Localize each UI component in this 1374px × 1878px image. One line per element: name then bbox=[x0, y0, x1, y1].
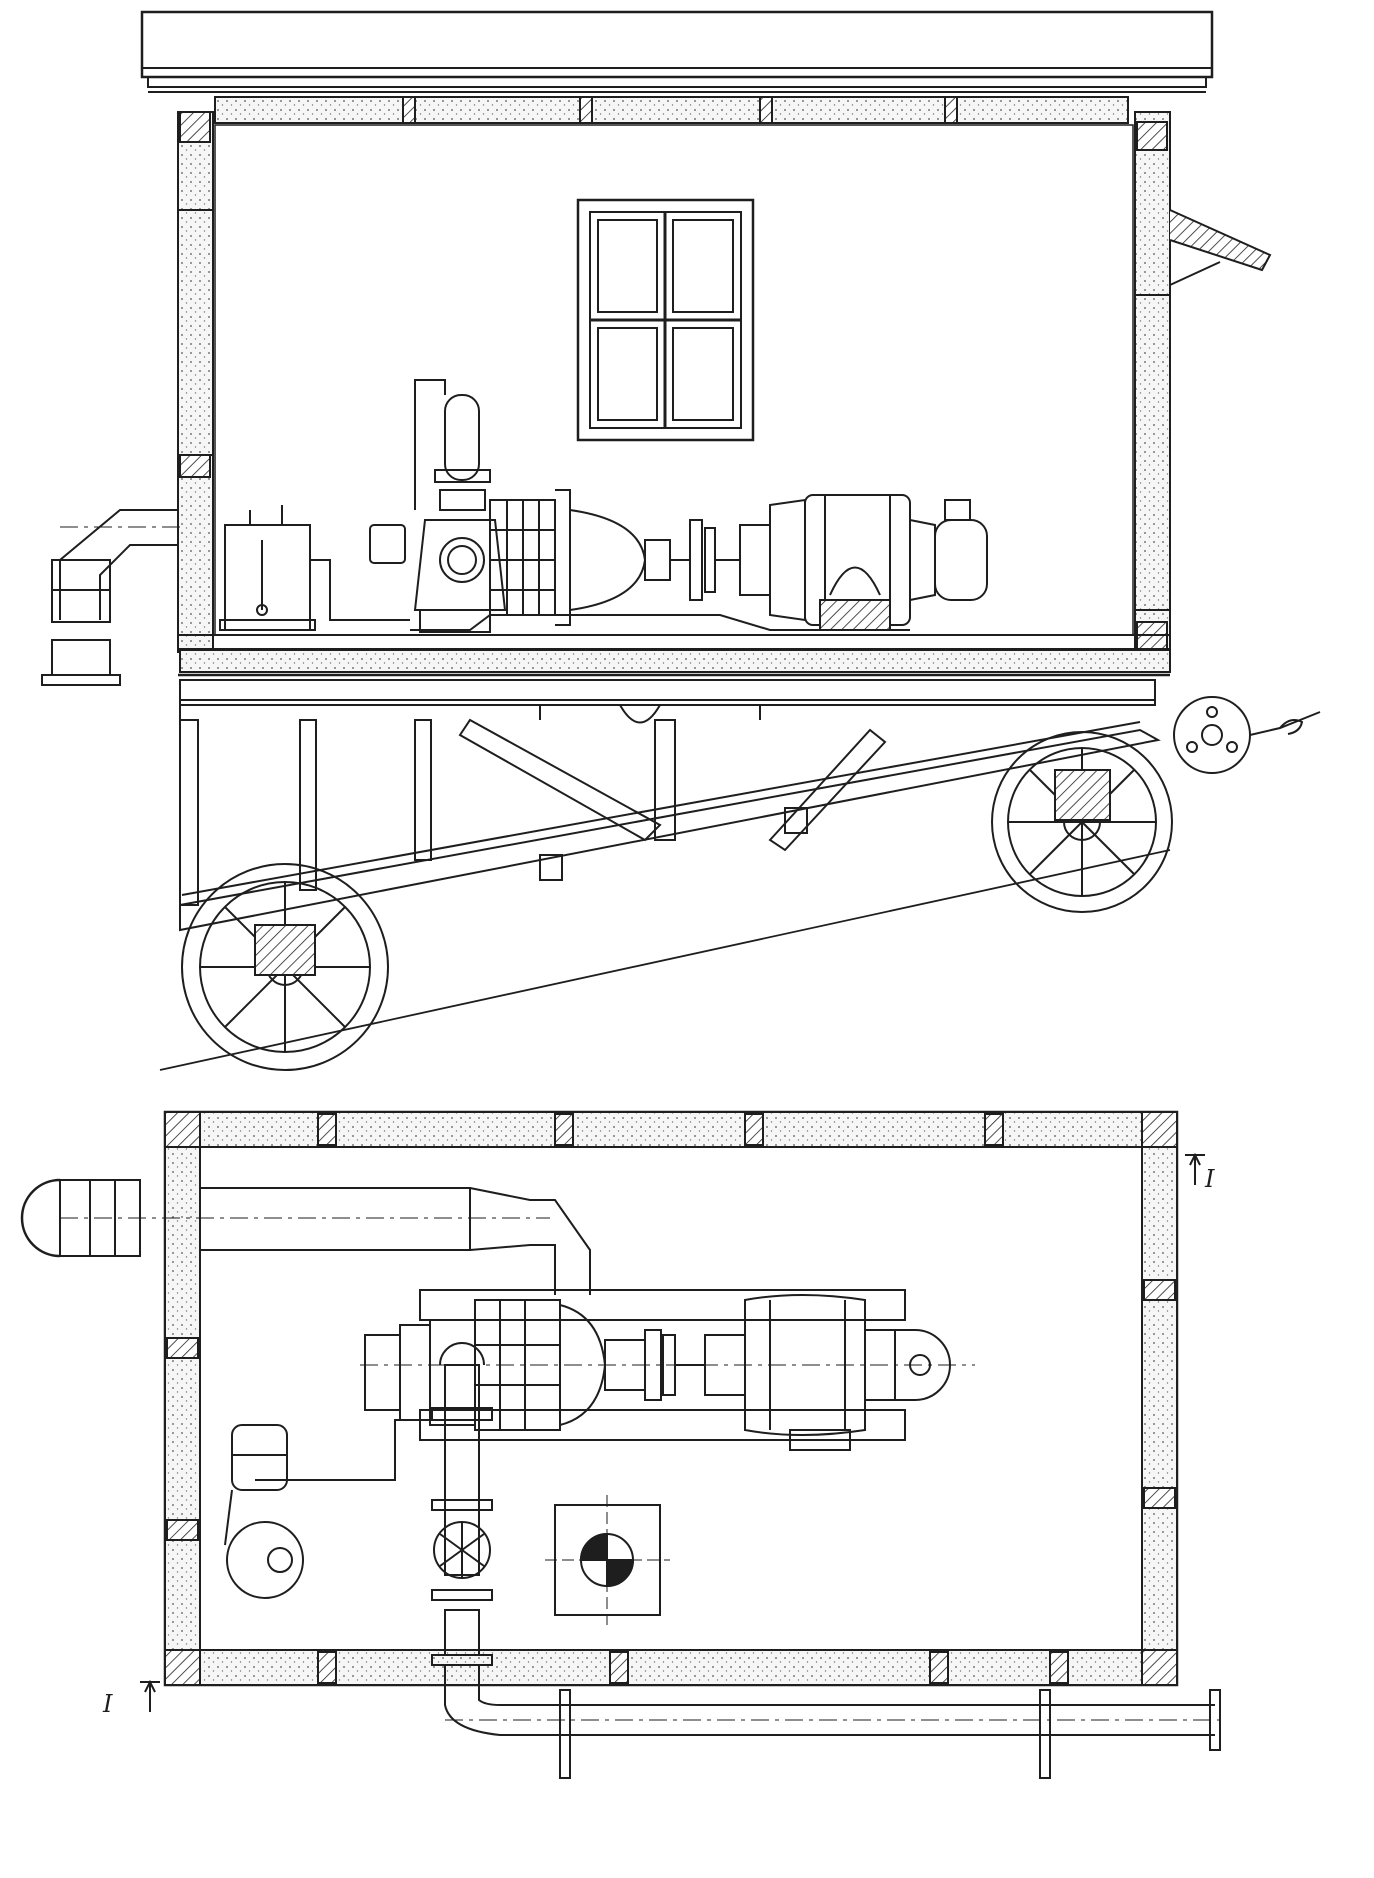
plan-vacuum-unit bbox=[225, 1425, 303, 1598]
right-wall bbox=[1135, 112, 1170, 652]
plan-pump-base bbox=[420, 1290, 905, 1440]
roof bbox=[142, 12, 1212, 92]
ceiling-joists bbox=[403, 97, 957, 123]
door-canopy bbox=[1170, 210, 1270, 285]
elevation-view bbox=[42, 12, 1320, 1070]
plan-suction-pipe bbox=[22, 1180, 590, 1295]
suction-pipe bbox=[42, 510, 180, 685]
cabin-floor bbox=[178, 635, 1170, 675]
left-wall bbox=[178, 112, 213, 652]
section-marker-right bbox=[1185, 1155, 1205, 1185]
plan-walls bbox=[165, 1112, 1177, 1685]
plan-electric-motor bbox=[360, 1295, 975, 1450]
electric-motor bbox=[740, 495, 987, 630]
ground-slope bbox=[160, 850, 1170, 1070]
centrifugal-pump bbox=[415, 380, 645, 632]
vacuum-pump bbox=[370, 525, 405, 563]
front-wheel bbox=[182, 864, 388, 1070]
plan-outlet-pipe bbox=[445, 1665, 1220, 1778]
window bbox=[578, 200, 753, 440]
pump-base bbox=[410, 615, 910, 635]
rear-wheel bbox=[992, 732, 1172, 912]
drain-pit bbox=[545, 1495, 670, 1625]
section-label-right: I bbox=[1205, 1165, 1215, 1193]
ceiling-insulation bbox=[215, 97, 1128, 123]
section-label-left: I bbox=[103, 1690, 113, 1718]
vacuum-tank bbox=[220, 505, 410, 630]
shaft-coupling bbox=[645, 520, 740, 600]
trailer-chassis bbox=[180, 680, 1158, 930]
plan-discharge-pipe bbox=[432, 1343, 492, 1665]
section-marker-left bbox=[140, 1682, 160, 1712]
priming-line bbox=[255, 1420, 445, 1480]
tow-hitch bbox=[1174, 697, 1320, 773]
plan-view bbox=[22, 1112, 1220, 1778]
